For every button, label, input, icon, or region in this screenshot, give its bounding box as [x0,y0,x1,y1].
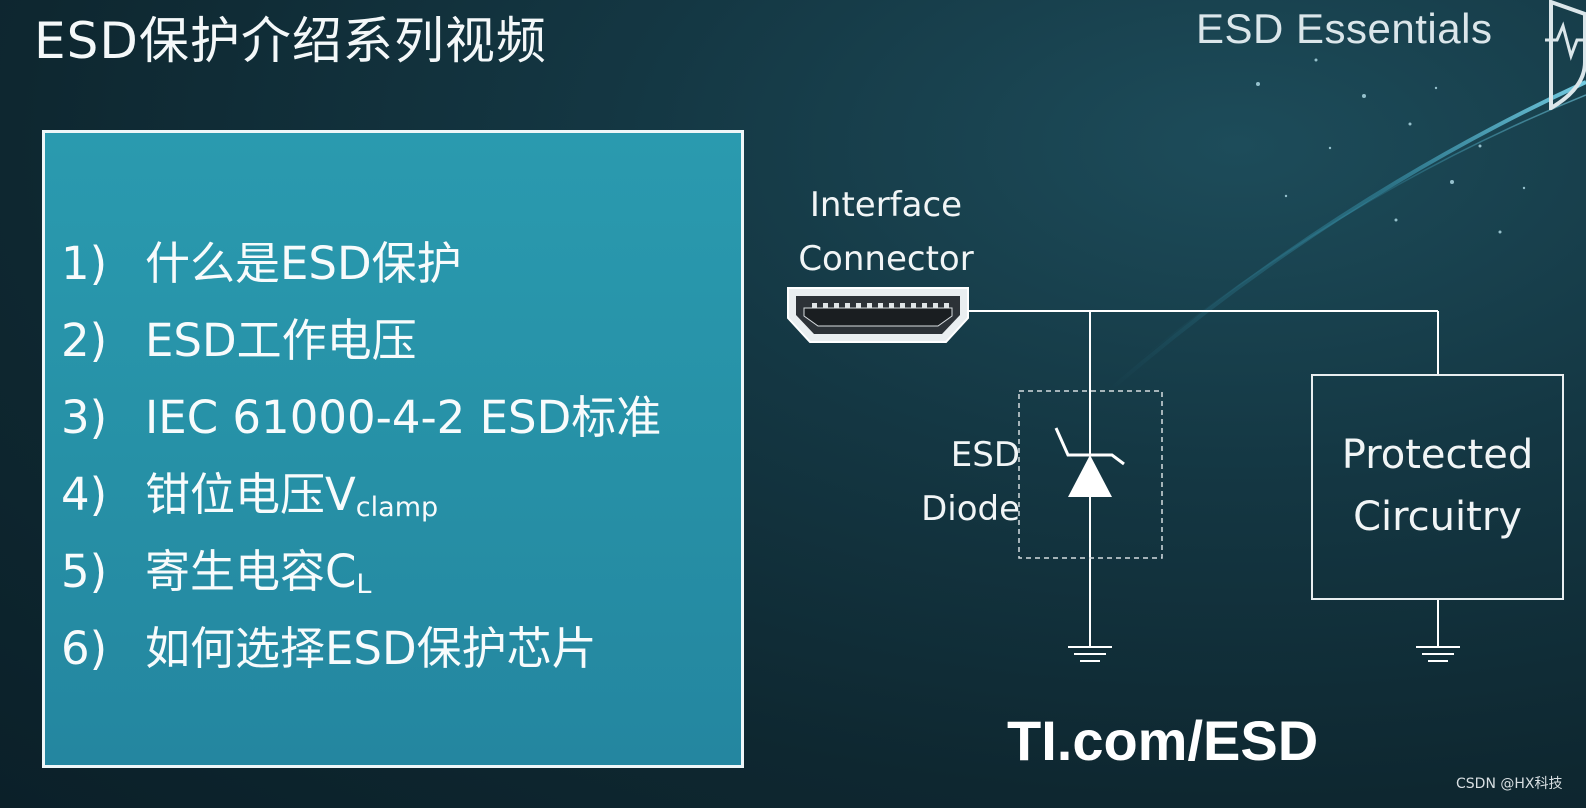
list-item: 1)什么是ESD保护 [61,237,462,290]
circuit-wires [968,310,1439,646]
ground-icon [1068,646,1112,662]
diode-icon [1054,427,1125,497]
watermark-text: CSDN @HX科技 [1456,776,1563,792]
shield-logo-icon [1545,0,1586,110]
topic-list: 1)什么是ESD保护 2)ESD工作电压 3)IEC 61000-4-2 ESD… [61,225,661,687]
ground-icon [1416,646,1460,662]
list-item: 4)钳位电压Vclamp [61,468,439,523]
connector-label: Interface Connector [798,185,974,279]
brand-label: ESD Essentials [1196,5,1493,52]
list-item: 2)ESD工作电压 [61,314,417,367]
list-item: 3)IEC 61000-4-2 ESD标准 [61,391,662,444]
list-item: 6)如何选择ESD保护芯片 [61,622,597,675]
hdmi-connector-icon [787,287,969,343]
topic-list-box: 1)什么是ESD保护 2)ESD工作电压 3)IEC 61000-4-2 ESD… [42,130,744,768]
page-title: ESD保护介绍系列视频 [34,12,547,70]
protected-circuitry-box [1311,374,1564,600]
protected-circuitry-label: Protected Circuitry [1341,432,1534,540]
clamp-subscript: clamp [355,492,439,523]
website-label: TI.com/ESD [1007,709,1319,772]
diode-package-outline [1018,390,1163,559]
capacitance-subscript: L [356,569,372,600]
list-item: 5)寄生电容CL [61,545,372,600]
diode-label: ESD Diode [921,435,1020,529]
